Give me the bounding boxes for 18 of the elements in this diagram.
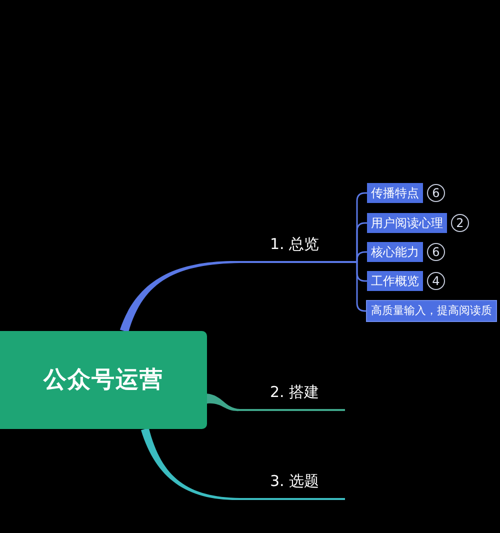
circled-number: 6	[427, 243, 445, 261]
branch-topic: 2. 搭建	[240, 380, 345, 411]
connector-line	[356, 262, 367, 312]
subtopic-box: 用户阅读心理	[367, 213, 447, 233]
subtopic-box: 核心能力	[367, 242, 423, 262]
branch-connector	[120, 261, 240, 332]
connector-line	[356, 251, 367, 262]
circled-number: 2	[451, 214, 469, 232]
subtopic-box: 传播特点	[367, 183, 423, 203]
subtopic-box: 高质量输入，提高阅读质	[367, 301, 496, 321]
branch-connector	[141, 428, 240, 500]
circled-number: 4	[427, 272, 445, 290]
central-topic-box: 公众号运营	[0, 331, 207, 429]
circled-number: 6	[427, 184, 445, 202]
branch-topic: 3. 选题	[240, 469, 345, 500]
subtopic-box: 工作概览	[367, 271, 423, 291]
branch-connector	[207, 394, 240, 412]
branch-topic: 1. 总览	[240, 232, 357, 263]
